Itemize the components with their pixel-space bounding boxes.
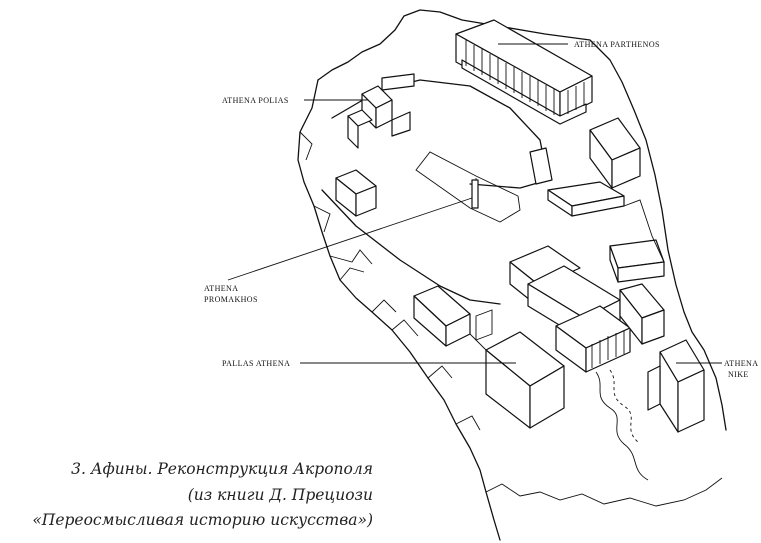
pinakotheke [413, 285, 565, 429]
parthenon [455, 19, 593, 125]
figure-caption-line3: «Переосмысливая историю искусства») [32, 511, 373, 529]
figure-caption-line1: 3. Афины. Реконструкция Акрополя [71, 460, 373, 478]
erechtheion [347, 73, 415, 149]
left-building [335, 169, 377, 217]
label-athena-nike-line2: NIKE [728, 370, 749, 379]
nike-temple [595, 339, 705, 481]
label-athena-promakhos-line1: ATHENA [204, 284, 238, 293]
label-athena-polias: ATHENA POLIAS [222, 96, 289, 105]
rock-outline [297, 9, 727, 541]
label-athena-parthenos: ATHENA PARTHENOS [574, 40, 660, 49]
leader-lines [227, 43, 722, 364]
propylaia [509, 245, 665, 373]
label-pallas-athena: PALLAS ATHENA [222, 359, 290, 368]
figure-caption-line2: (из книги Д. Прециози [187, 486, 373, 504]
label-athena-promakhos-line2: PROMAKHOS [204, 295, 258, 304]
label-athena-nike-line1: ATHENA [724, 359, 758, 368]
stoa-right [529, 117, 665, 283]
